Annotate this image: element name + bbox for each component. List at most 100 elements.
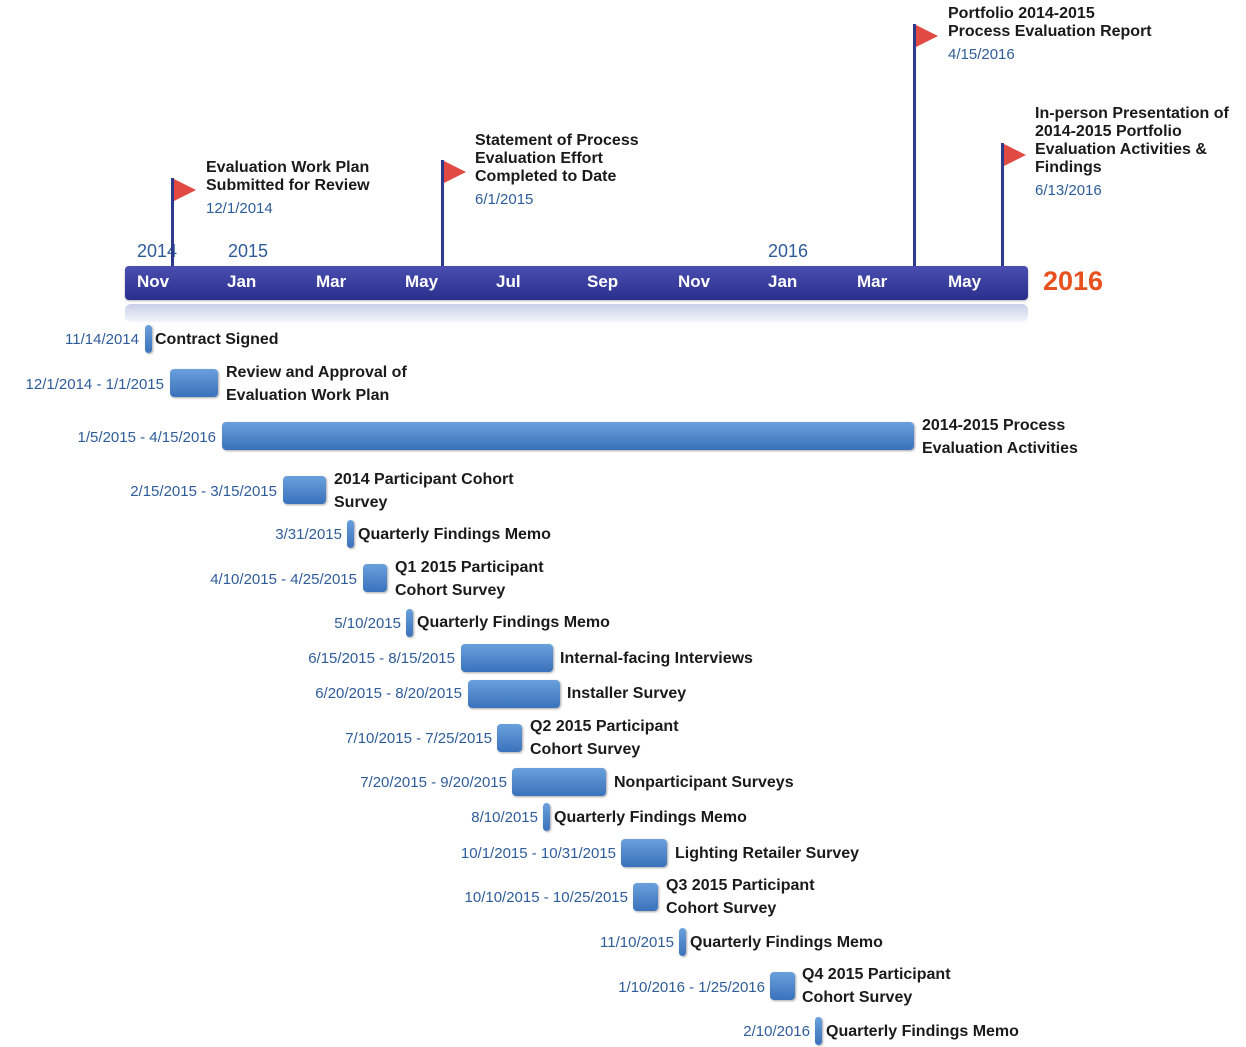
month-label: Jul bbox=[496, 272, 521, 291]
task-label-line: Nonparticipant Surveys bbox=[614, 774, 794, 791]
task-label: Q4 2015 Participant Cohort Survey bbox=[802, 963, 951, 1009]
milestone-flag-icon bbox=[916, 25, 938, 47]
task-label-line: 2014-2015 Process bbox=[922, 417, 1066, 434]
milestone-title-line: Process Evaluation Report bbox=[948, 23, 1152, 40]
task-label-line: Contract Signed bbox=[155, 331, 279, 348]
task-label-line: Quarterly Findings Memo bbox=[826, 1023, 1019, 1040]
milestone-pole bbox=[171, 178, 174, 266]
milestone-flag-icon bbox=[174, 179, 196, 201]
task-label: Q3 2015 Participant Cohort Survey bbox=[666, 874, 815, 920]
milestone-evaluation-work-plan: Evaluation Work Plan Submitted for Revie… bbox=[206, 159, 370, 217]
task-bar bbox=[468, 680, 560, 708]
milestone-statement-of-process: Statement of Process Evaluation Effort C… bbox=[475, 132, 639, 208]
milestone-date: 6/13/2016 bbox=[1035, 182, 1102, 199]
task-label: Review and Approval of Evaluation Work P… bbox=[226, 361, 407, 407]
task-date: 3/31/2015 bbox=[275, 526, 342, 543]
task-date: 2/15/2015 - 3/15/2015 bbox=[130, 483, 277, 500]
task-date: 7/10/2015 - 7/25/2015 bbox=[345, 730, 492, 747]
task-bar bbox=[543, 803, 550, 831]
month-label: Nov bbox=[678, 272, 711, 291]
task-label-line: Cohort Survey bbox=[395, 582, 506, 599]
task-label-line: Evaluation Work Plan bbox=[226, 387, 390, 404]
month-label: Mar bbox=[316, 272, 347, 291]
task-label-line: Installer Survey bbox=[567, 685, 687, 702]
task-bar bbox=[633, 883, 658, 911]
task-label: Nonparticipant Surveys bbox=[614, 771, 794, 794]
month-label: Jan bbox=[768, 272, 798, 291]
timeline-bar-reflection bbox=[125, 304, 1028, 322]
task-bar bbox=[461, 644, 553, 672]
milestone-title-line: Statement of Process bbox=[475, 132, 639, 149]
year-label-2014: 2014 bbox=[137, 241, 178, 261]
task-bar bbox=[222, 422, 914, 450]
milestone-flag-icon bbox=[444, 161, 466, 183]
task-date: 10/10/2015 - 10/25/2015 bbox=[464, 889, 628, 906]
task-label: Quarterly Findings Memo bbox=[826, 1020, 1019, 1043]
task-label-line: Survey bbox=[334, 494, 388, 511]
task-date: 2/10/2016 bbox=[743, 1023, 810, 1040]
task-date: 1/10/2016 - 1/25/2016 bbox=[618, 979, 765, 996]
task-label: Q2 2015 Participant Cohort Survey bbox=[530, 715, 679, 761]
year-label-2016: 2016 bbox=[768, 241, 809, 261]
task-label: Quarterly Findings Memo bbox=[554, 806, 747, 829]
milestone-title-line: Findings bbox=[1035, 159, 1102, 176]
milestone-pole bbox=[913, 24, 916, 266]
task-label-line: Cohort Survey bbox=[802, 989, 913, 1006]
task-date: 5/10/2015 bbox=[334, 615, 401, 632]
milestone-title-line: 2014-2015 Portfolio bbox=[1035, 123, 1182, 140]
milestone-date: 4/15/2016 bbox=[948, 46, 1015, 63]
end-year-label: 2016 bbox=[1043, 266, 1104, 296]
milestone-title-line: Evaluation Work Plan bbox=[206, 159, 370, 176]
task-bar bbox=[363, 564, 387, 592]
milestone-date: 6/1/2015 bbox=[475, 191, 534, 208]
task-label: Installer Survey bbox=[567, 682, 686, 705]
milestone-in-person-presentation: In-person Presentation of 2014-2015 Port… bbox=[1035, 105, 1229, 199]
task-label: Quarterly Findings Memo bbox=[417, 611, 610, 634]
milestone-title-line: Portfolio 2014-2015 bbox=[948, 5, 1095, 22]
task-bar bbox=[347, 520, 354, 548]
milestone-title-line: Evaluation Activities & bbox=[1035, 141, 1207, 158]
task-label-line: Cohort Survey bbox=[530, 741, 641, 758]
month-label: May bbox=[405, 272, 439, 291]
milestone-title-line: In-person Presentation of bbox=[1035, 105, 1229, 122]
milestone-process-evaluation-report: Portfolio 2014-2015 Process Evaluation R… bbox=[948, 5, 1152, 63]
milestone-pole bbox=[1001, 143, 1004, 266]
task-date: 7/20/2015 - 9/20/2015 bbox=[360, 774, 507, 791]
task-label-line: 2014 Participant Cohort bbox=[334, 471, 514, 488]
timeline-bar bbox=[125, 266, 1028, 300]
task-date: 8/10/2015 bbox=[471, 809, 538, 826]
task-label-line: Quarterly Findings Memo bbox=[690, 934, 883, 951]
task-label: Q1 2015 Participant Cohort Survey bbox=[395, 556, 544, 602]
month-label: Nov bbox=[137, 272, 170, 291]
task-label-line: Internal-facing Interviews bbox=[560, 650, 753, 667]
month-label: Mar bbox=[857, 272, 888, 291]
task-date: 6/15/2015 - 8/15/2015 bbox=[308, 650, 455, 667]
task-label: Contract Signed bbox=[155, 328, 279, 351]
task-label-line: Quarterly Findings Memo bbox=[358, 526, 551, 543]
task-label: Quarterly Findings Memo bbox=[690, 931, 883, 954]
task-label-line: Lighting Retailer Survey bbox=[675, 845, 860, 862]
task-bar bbox=[497, 724, 522, 752]
task-label: Internal-facing Interviews bbox=[560, 647, 753, 670]
month-label: Jan bbox=[227, 272, 257, 291]
month-label: Sep bbox=[587, 272, 619, 291]
task-label-line: Q3 2015 Participant bbox=[666, 877, 815, 894]
task-label: 2014 Participant Cohort Survey bbox=[334, 468, 514, 514]
year-label-2015: 2015 bbox=[228, 241, 269, 261]
task-bar bbox=[406, 609, 413, 637]
task-label-line: Quarterly Findings Memo bbox=[554, 809, 747, 826]
milestone-flag-icon bbox=[1004, 144, 1026, 166]
task-bar bbox=[770, 972, 795, 1000]
task-label-line: Evaluation Activities bbox=[922, 440, 1078, 457]
task-date: 12/1/2014 - 1/1/2015 bbox=[25, 376, 164, 393]
task-bar bbox=[621, 839, 667, 867]
task-label-line: Quarterly Findings Memo bbox=[417, 614, 610, 631]
task-label: 2014-2015 Process Evaluation Activities bbox=[922, 414, 1078, 460]
milestone-title-line: Evaluation Effort bbox=[475, 150, 604, 167]
task-bar bbox=[283, 476, 326, 504]
task-date: 6/20/2015 - 8/20/2015 bbox=[315, 685, 462, 702]
task-label: Quarterly Findings Memo bbox=[358, 523, 551, 546]
task-bar bbox=[145, 325, 152, 353]
milestone-date: 12/1/2014 bbox=[206, 200, 273, 217]
task-bar bbox=[679, 928, 686, 956]
